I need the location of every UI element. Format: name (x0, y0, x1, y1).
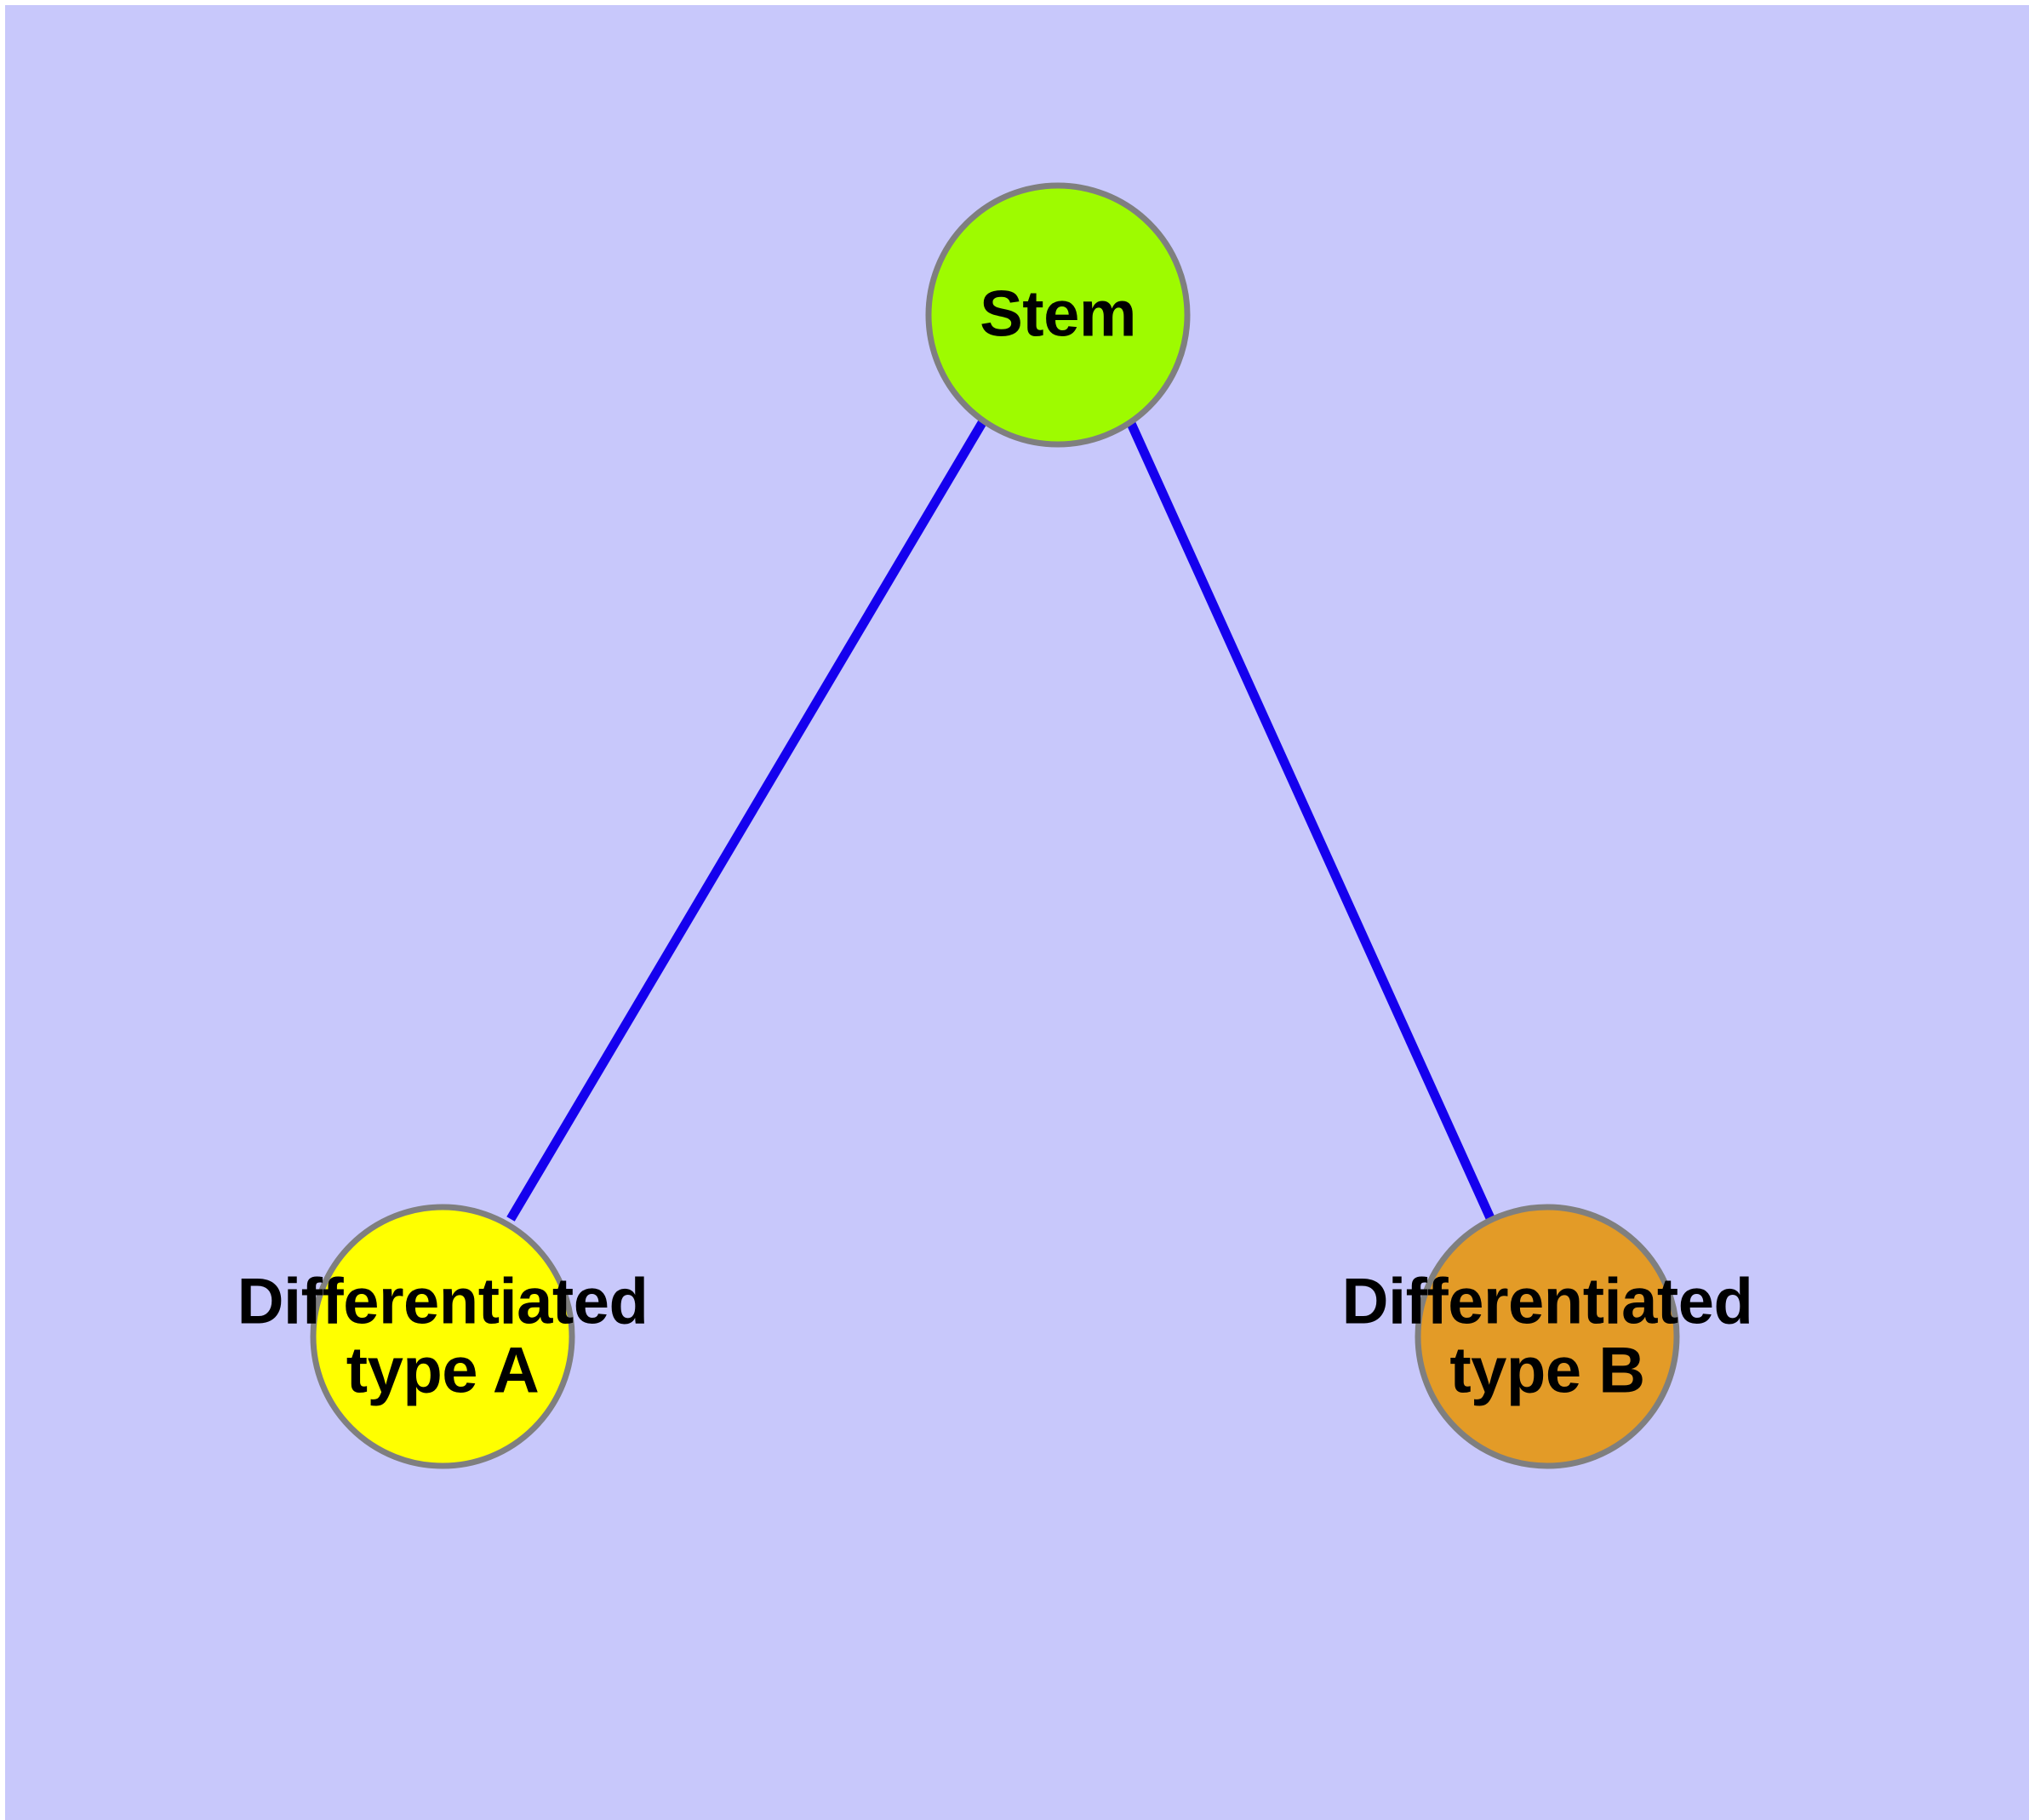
node-type-a[interactable] (310, 1204, 575, 1469)
edge-stem-to-type-b[interactable] (1124, 417, 1496, 1222)
edge-layer (506, 417, 1496, 1222)
edge-stem-to-type-a[interactable] (506, 419, 987, 1222)
node-layer (310, 182, 1680, 1469)
node-type-b[interactable] (1415, 1204, 1680, 1469)
node-stem[interactable] (925, 182, 1191, 448)
